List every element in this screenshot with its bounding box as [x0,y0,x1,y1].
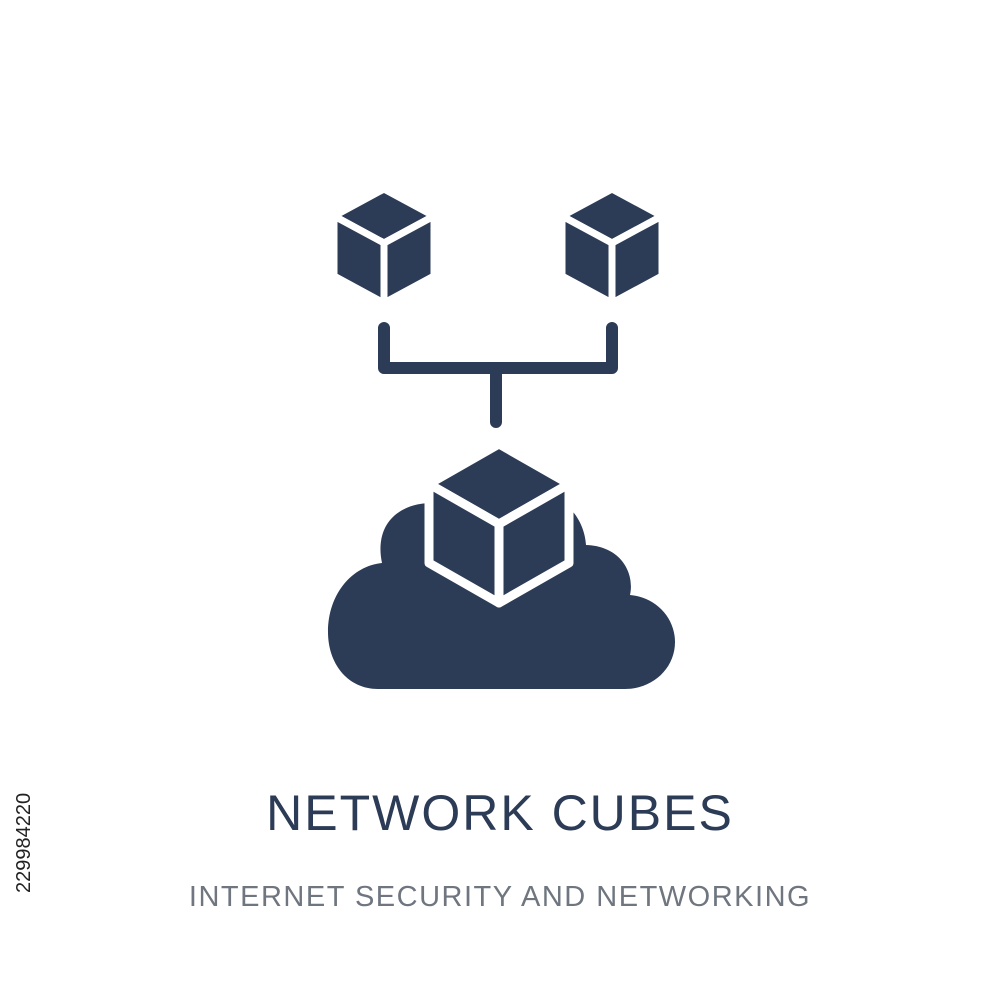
icon-subtitle: INTERNET SECURITY AND NETWORKING [188,881,812,913]
icon-title: NETWORK CUBES [266,785,734,841]
stock-id-label: 229984220 [13,792,35,893]
cloud-cube-icon [424,439,574,608]
top-right-cube-icon [558,185,666,307]
top-left-cube-icon [330,185,438,307]
network-connector-icon [378,322,618,428]
